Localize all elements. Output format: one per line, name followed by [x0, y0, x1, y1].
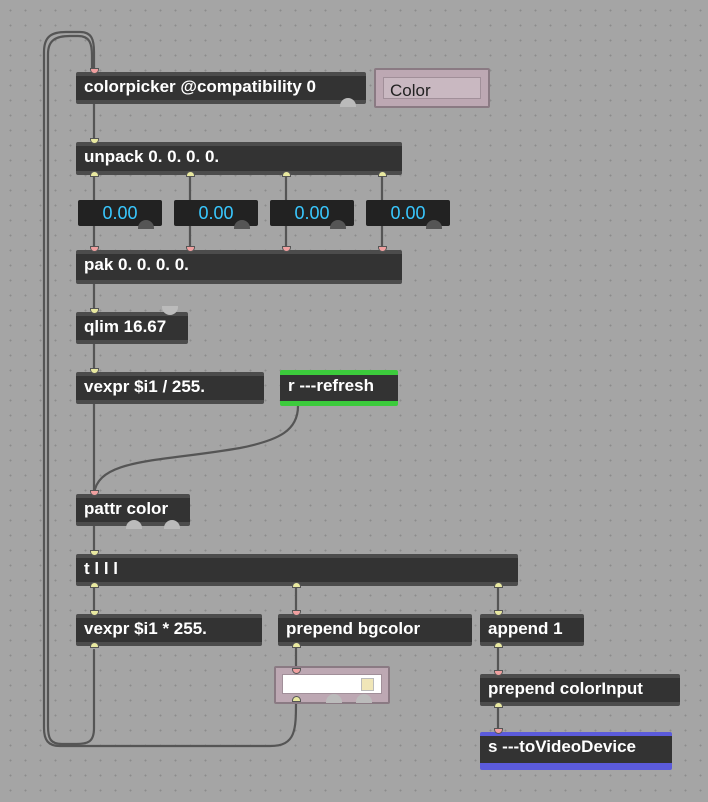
outlet[interactable] — [292, 582, 301, 588]
inlet[interactable] — [90, 308, 99, 314]
vexpr-multiply-object[interactable]: vexpr $i1 * 255. — [76, 614, 262, 646]
inlet[interactable] — [292, 610, 301, 616]
color-swatch — [282, 674, 382, 694]
send-video-object[interactable]: s ---toVideoDevice — [480, 732, 672, 770]
outlet-knob — [340, 98, 356, 107]
outlet-knob — [164, 520, 180, 529]
inlet[interactable] — [282, 246, 291, 252]
number-value: 0.00 — [102, 203, 138, 223]
unpack-object[interactable]: unpack 0. 0. 0. 0. — [76, 142, 402, 175]
outlet[interactable] — [494, 702, 503, 708]
outlet[interactable] — [186, 171, 195, 177]
number-box-knob — [426, 220, 442, 229]
inlet[interactable] — [90, 550, 99, 556]
outlet[interactable] — [292, 696, 301, 702]
qlim-object[interactable]: qlim 16.67 — [76, 312, 188, 344]
inlet[interactable] — [90, 490, 99, 496]
cord-loop-inner — [46, 34, 96, 746]
vexpr-divide-label: vexpr $i1 / 255. — [84, 377, 205, 396]
number-value: 0.00 — [198, 203, 234, 223]
receive-refresh-label: r ---refresh — [288, 376, 374, 395]
outlet[interactable] — [494, 582, 503, 588]
receive-refresh-object[interactable]: r ---refresh — [280, 370, 398, 406]
inlet[interactable] — [494, 670, 503, 676]
inlet[interactable] — [90, 610, 99, 616]
color-button-label: Color — [383, 77, 481, 100]
send-video-label: s ---toVideoDevice — [488, 737, 637, 756]
prepend-colorinput-object[interactable]: prepend colorInput — [480, 674, 680, 706]
pattr-label: pattr color — [84, 499, 169, 518]
vexpr-divide-object[interactable]: vexpr $i1 / 255. — [76, 372, 264, 404]
inlet[interactable] — [90, 368, 99, 374]
prepend-colorinput-label: prepend colorInput — [488, 679, 643, 698]
vexpr-multiply-label: vexpr $i1 * 255. — [84, 619, 207, 638]
number-box-knob — [138, 220, 154, 229]
colorpicker-label: colorpicker @compatibility 0 — [84, 77, 316, 96]
color-button[interactable]: Color — [374, 68, 490, 108]
number-box-knob — [330, 220, 346, 229]
outlet-knob — [326, 694, 342, 703]
unpack-label: unpack 0. 0. 0. 0. — [84, 147, 220, 166]
colorpicker-object[interactable]: colorpicker @compatibility 0 — [76, 72, 366, 104]
outlet[interactable] — [90, 642, 99, 648]
outlet[interactable] — [282, 171, 291, 177]
inlet[interactable] — [494, 610, 503, 616]
pak-label: pak 0. 0. 0. 0. — [84, 255, 189, 274]
inlet[interactable] — [90, 246, 99, 252]
inlet[interactable] — [186, 246, 195, 252]
outlet[interactable] — [494, 642, 503, 648]
outlet-knob — [126, 520, 142, 529]
outlet-knob — [356, 694, 372, 703]
cord-loop-outer — [42, 30, 298, 748]
inlet[interactable] — [90, 138, 99, 144]
pak-object[interactable]: pak 0. 0. 0. 0. — [76, 250, 402, 284]
panel-resize-handle — [361, 678, 374, 691]
inlet[interactable] — [90, 68, 99, 74]
prepend-bgcolor-label: prepend bgcolor — [286, 619, 421, 638]
append-label: append 1 — [488, 619, 563, 638]
outlet[interactable] — [90, 582, 99, 588]
number-value: 0.00 — [294, 203, 330, 223]
number-value: 0.00 — [390, 203, 426, 223]
trigger-label: t l l l — [84, 559, 118, 578]
inlet[interactable] — [378, 246, 387, 252]
number-box-knob — [234, 220, 250, 229]
inlet[interactable] — [494, 728, 503, 734]
inlet[interactable] — [292, 668, 301, 674]
outlet[interactable] — [292, 642, 301, 648]
prepend-bgcolor-object[interactable]: prepend bgcolor — [278, 614, 472, 646]
outlet[interactable] — [90, 171, 99, 177]
append-object[interactable]: append 1 — [480, 614, 584, 646]
cord-refresh-pattr — [92, 404, 300, 496]
qlim-label: qlim 16.67 — [84, 317, 167, 336]
outlet[interactable] — [378, 171, 387, 177]
